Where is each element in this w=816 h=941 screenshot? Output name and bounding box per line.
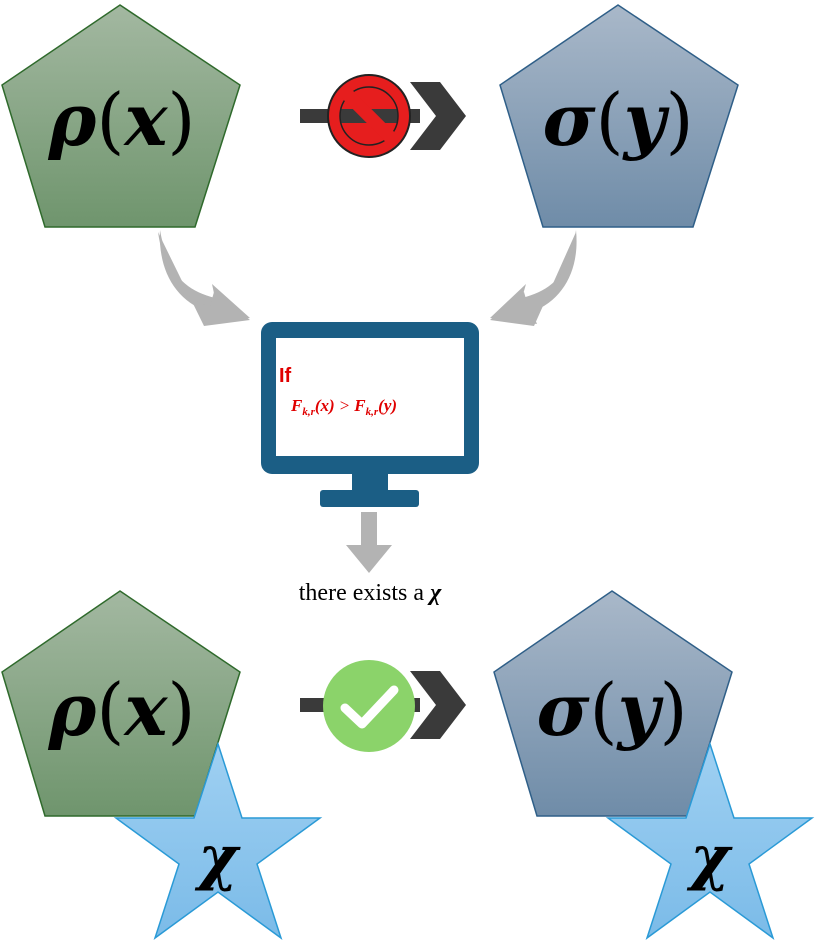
- top-left-arg: x: [122, 77, 168, 162]
- top-right-pentagon: [499, 4, 739, 228]
- top-left-fn: ρ: [47, 77, 97, 162]
- bottom-right-lparen: (: [590, 668, 618, 752]
- bottom-right-star-label: χ: [686, 823, 733, 893]
- top-right-label: σ(y): [542, 77, 693, 162]
- curved-arrow-left: [158, 230, 250, 326]
- bottom-right-arg: y: [616, 667, 664, 752]
- monitor-base: [320, 490, 419, 507]
- curved-arrow-right: [490, 230, 577, 326]
- bottom-left-lparen: (: [96, 668, 124, 752]
- bottom-left-fn: ρ: [47, 667, 97, 752]
- caption-symbol: χ: [427, 580, 442, 606]
- prohibited-icon: [327, 74, 411, 158]
- cond-lhs-arg: (x): [315, 396, 335, 415]
- bottom-right-fn: σ: [536, 667, 590, 752]
- monitor-neck: [352, 474, 388, 492]
- bottom-left-rparen: ): [167, 668, 195, 752]
- bottom-left-arg: x: [122, 667, 168, 752]
- if-label: If: [279, 365, 292, 387]
- cond-lhs-sub: k,r: [302, 406, 315, 418]
- cond-rhs-fn: F: [353, 396, 366, 415]
- bottom-left-star: χ: [113, 741, 323, 940]
- cond-op: >: [340, 396, 350, 415]
- bottom-right-label: σ(y): [536, 667, 687, 752]
- top-right-rparen: ): [665, 78, 693, 162]
- check-icon: [323, 660, 415, 752]
- bottom-right-pentagon-group: σ(y) χ: [493, 590, 815, 940]
- cond-rhs-arg: (y): [378, 396, 397, 415]
- top-right-pentagon-group: σ(y): [499, 4, 739, 228]
- top-left-rparen: ): [167, 78, 195, 162]
- bottom-right-pentagon: [493, 590, 733, 817]
- top-right-fn: σ: [542, 77, 596, 162]
- caption-text: there exists a: [299, 580, 430, 606]
- bottom-left-pentagon: [1, 590, 241, 817]
- cond-lhs-fn: F: [290, 396, 303, 415]
- down-arrow: [346, 512, 392, 573]
- cond-rhs-sub: k,r: [366, 406, 379, 418]
- top-left-pentagon: [1, 4, 241, 228]
- bottom-arrow-head: [410, 671, 466, 739]
- bottom-left-label: ρ(x): [47, 667, 195, 752]
- caption: there exists a χ: [299, 580, 442, 606]
- bottom-right-rparen: ): [659, 668, 687, 752]
- bottom-left-pentagon-group: ρ(x) χ: [1, 590, 323, 940]
- bottom-right-star-icon: [605, 741, 815, 940]
- top-arrow-head: [410, 82, 466, 150]
- bottom-right-star: χ: [605, 741, 815, 940]
- bottom-left-star-label: χ: [194, 823, 241, 893]
- condition-text: Fk,r(x)>Fk,r(y): [290, 396, 397, 418]
- top-left-label: ρ(x): [47, 77, 195, 162]
- top-right-arg: y: [622, 77, 670, 162]
- top-right-lparen: (: [596, 78, 624, 162]
- top-left-lparen: (: [96, 78, 124, 162]
- computer-monitor-icon: If Fk,r(x)>Fk,r(y): [261, 322, 479, 507]
- monitor-screen: [276, 338, 464, 456]
- bottom-left-star-icon: [113, 741, 323, 940]
- top-left-pentagon-group: ρ(x): [1, 4, 241, 228]
